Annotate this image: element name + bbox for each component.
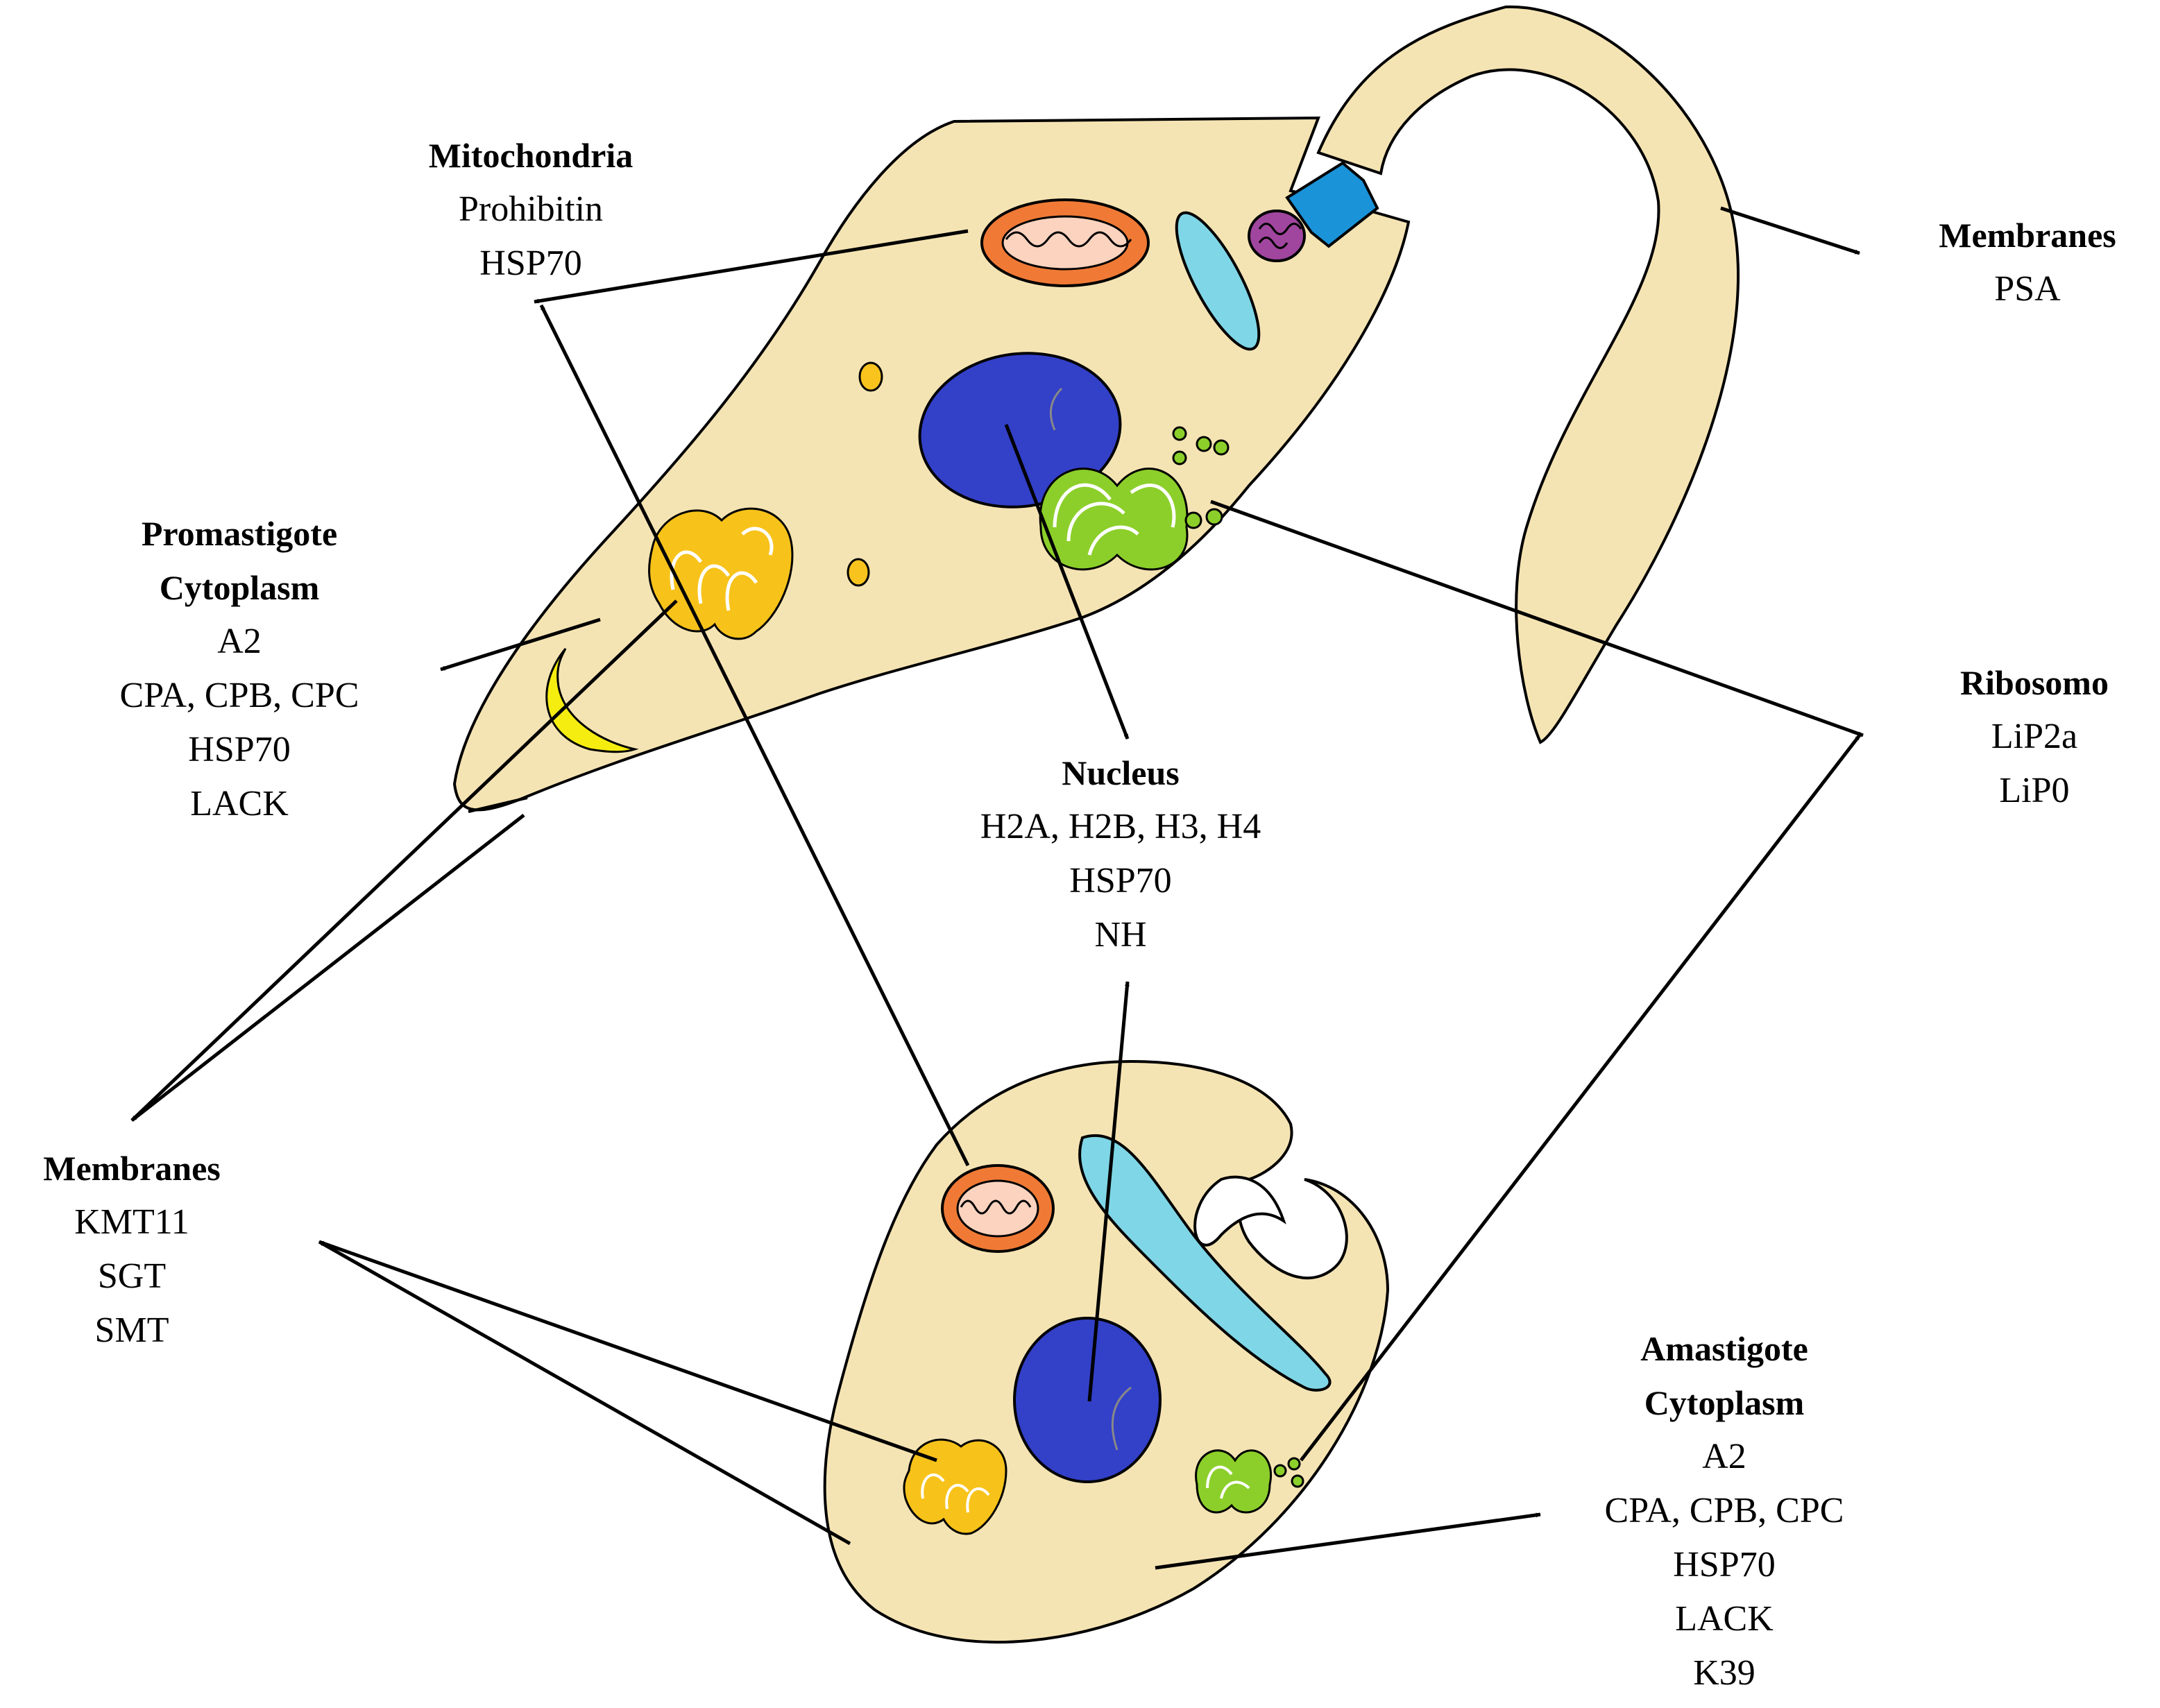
label-ribosomo-title: Ribosomo	[1960, 663, 2109, 702]
label-promastigote-cytoplasm-item: LACK	[190, 784, 289, 823]
arrow-mito-amastigote	[539, 304, 970, 1167]
promastigote-golgi-green	[1039, 426, 1230, 571]
cytostome	[545, 648, 639, 753]
arrow-amastigote-body-membranes	[318, 1240, 851, 1546]
arrow-golgi-ribosomo	[1210, 499, 1864, 737]
promastigote-nucleus	[918, 352, 1122, 509]
arrow-flagellum-membranes	[1720, 206, 1860, 255]
label-membranes-left-item: SGT	[97, 1256, 167, 1296]
label-membranes-left-title: Membranes	[43, 1149, 221, 1188]
arrows	[130, 206, 1864, 1570]
promastigote-mitochondrion	[980, 198, 1150, 287]
arrow-golgi-membranes-left	[130, 599, 678, 1122]
flagellum	[1316, 5, 1740, 744]
label-promastigote-cytoplasm: Promastigote Cytoplasm A2 CPA, CPB, CPC …	[120, 506, 359, 831]
label-membranes-top: Membranes PSA	[1939, 208, 2116, 316]
arrow-mito-promastigote	[534, 229, 969, 304]
label-nucleus-title: Nucleus	[1062, 753, 1180, 792]
arrow-amastigote-cytoplasm	[1155, 1512, 1541, 1570]
label-amastigote-cytoplasm-title: Amastigote	[1640, 1329, 1808, 1368]
promastigote-golgi-yellow	[648, 507, 794, 640]
arrow-promastigote-cytoplasm	[440, 617, 601, 672]
label-membranes-left-item: KMT11	[74, 1202, 189, 1242]
label-amastigote-cytoplasm-item: HSP70	[1673, 1545, 1776, 1585]
label-promastigote-cytoplasm-item: A2	[217, 622, 262, 661]
amastigote-golgi-yellow	[903, 1438, 1007, 1535]
glycosome-2	[847, 558, 870, 587]
label-ribosomo-item: LiP0	[1999, 771, 2070, 810]
amastigote-mitochondrion	[941, 1164, 1055, 1253]
label-amastigote-cytoplasm: Amastigote Cytoplasm A2 CPA, CPB, CPC HS…	[1605, 1322, 1844, 1700]
label-mitochondria-item: HSP70	[479, 244, 582, 283]
flagellar-pocket	[1193, 1175, 1286, 1247]
label-amastigote-cytoplasm-item: LACK	[1675, 1599, 1774, 1639]
label-mitochondria-title: Mitochondria	[428, 136, 633, 175]
label-nucleus-item: HSP70	[1069, 861, 1172, 900]
label-promastigote-cytoplasm-item: CPA, CPB, CPC	[119, 676, 359, 715]
glycosome-1	[858, 361, 883, 392]
label-nucleus-item: NH	[1094, 915, 1147, 955]
label-amastigote-cytoplasm-item: A2	[1702, 1437, 1746, 1476]
label-membranes-left: Membranes KMT11 SGT SMT	[43, 1141, 221, 1358]
label-promastigote-cytoplasm-title: Cytoplasm	[159, 568, 320, 607]
label-mitochondria: Mitochondria Prohibitin HSP70	[429, 128, 633, 291]
label-amastigote-cytoplasm-title: Cytoplasm	[1644, 1383, 1805, 1422]
label-membranes-top-title: Membranes	[1939, 216, 2116, 255]
label-promastigote-cytoplasm-item: HSP70	[188, 730, 291, 769]
label-ribosomo: Ribosomo LiP2a LiP0	[1960, 656, 2109, 818]
arrow-nucleus-amastigote	[1087, 981, 1130, 1402]
label-membranes-top-item: PSA	[1994, 269, 2061, 309]
label-mitochondria-item: Prohibitin	[458, 189, 604, 229]
amastigote-nucleus	[1013, 1317, 1162, 1483]
label-nucleus: Nucleus H2A, H2B, H3, H4 HSP70 NH	[980, 746, 1261, 962]
amastigote-vacuole	[1078, 1134, 1332, 1392]
kinetoplast	[1248, 161, 1379, 262]
arrow-nucleus-promastigote	[1004, 424, 1130, 740]
arrow-amastigote-ribosomo	[1300, 734, 1861, 1462]
tail-line-1	[468, 796, 528, 813]
label-membranes-left-item: SMT	[94, 1310, 169, 1350]
promastigote-vacuole	[1175, 211, 1261, 351]
label-amastigote-cytoplasm-item: CPA, CPB, CPC	[1604, 1491, 1844, 1530]
label-nucleus-item: H2A, H2B, H3, H4	[980, 807, 1261, 846]
label-ribosomo-item: LiP2a	[1991, 717, 2078, 756]
arrow-amastigote-golgi-membranes	[318, 1240, 937, 1462]
label-amastigote-cytoplasm-item: K39	[1693, 1653, 1755, 1693]
label-promastigote-cytoplasm-title: Promastigote	[141, 514, 338, 553]
amastigote	[823, 1059, 1390, 1643]
arrow-tail-membranes-left	[130, 814, 525, 1122]
promastigote	[452, 5, 1740, 813]
amastigote-golgi-green	[1195, 1449, 1304, 1514]
